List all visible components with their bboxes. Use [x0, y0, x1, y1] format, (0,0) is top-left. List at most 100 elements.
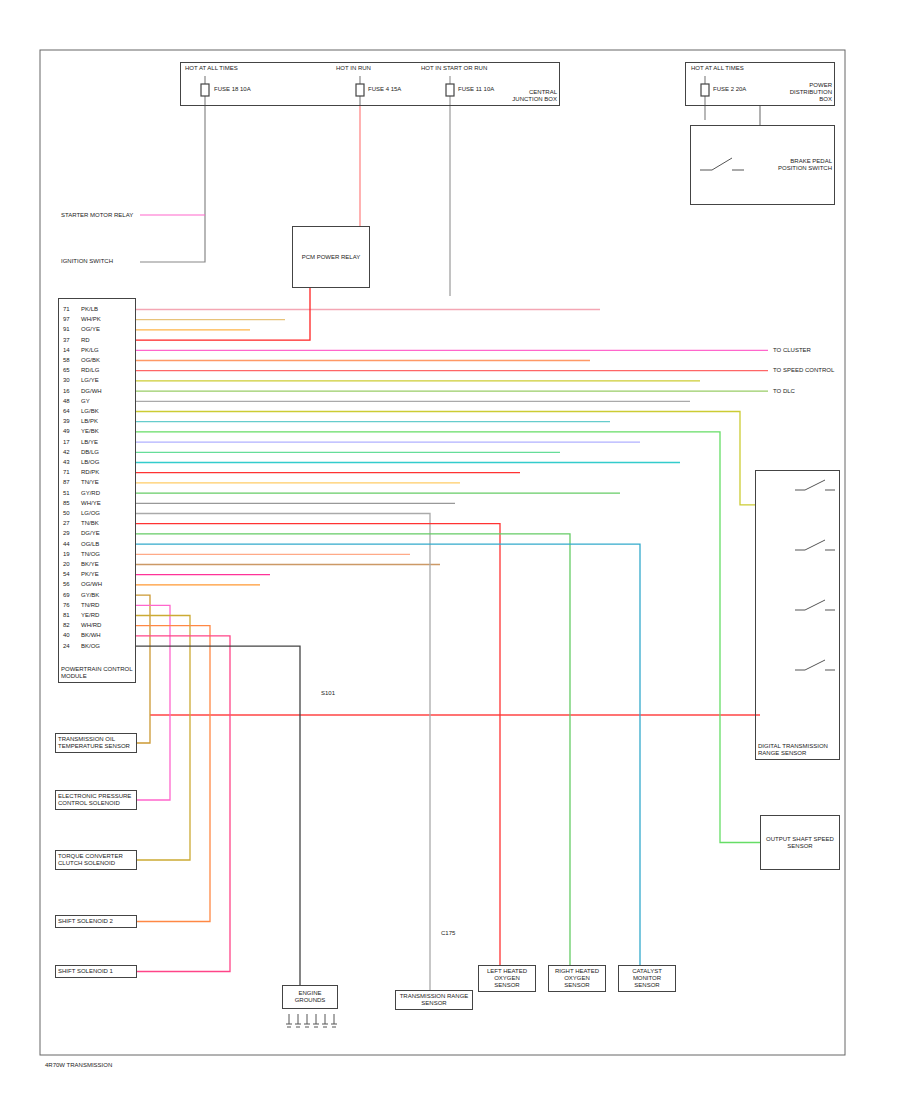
wire-label: FUSE 18 10A	[213, 86, 252, 93]
wire-color: BK/OG	[80, 643, 101, 650]
wire-color: TN/YE	[80, 479, 100, 486]
wire-connector	[136, 534, 570, 965]
wire-label: HOT AT ALL TIMES	[184, 65, 239, 72]
switch-box: DIGITAL TRANSMISSION RANGE SENSOR	[755, 470, 840, 760]
connector-group	[136, 646, 300, 985]
wire-color: DG/WH	[80, 388, 103, 395]
wire-color: WH/RD	[80, 622, 102, 629]
component-label: TRANSMISSION RANGE SENSOR	[398, 993, 470, 1007]
connector-group	[136, 288, 310, 340]
pcm-wires	[136, 310, 768, 716]
component-label: POWERTRAIN CONTROL MODULE	[61, 666, 133, 680]
pin-number: 64	[62, 408, 71, 415]
wire-color: GY	[80, 398, 91, 405]
wire-color: RD/PK	[80, 469, 100, 476]
pin-number: 20	[62, 561, 71, 568]
wire	[136, 441, 640, 442]
component-label: POWER DISTRIBUTION BOX	[777, 82, 832, 103]
wire-color: YE/RD	[80, 612, 100, 619]
sensor-box: RIGHT HEATED OXYGEN SENSOR	[548, 965, 606, 992]
ground-symbols	[286, 1014, 337, 1027]
wire-connector	[136, 514, 430, 991]
wire-connector	[136, 432, 760, 843]
pin-number: 56	[62, 581, 71, 588]
wire-color: TN/OG	[80, 551, 101, 558]
pin-number: 82	[62, 622, 71, 629]
wire-connector	[136, 544, 640, 965]
ground-symbol	[322, 1014, 328, 1027]
switch-symbol	[795, 540, 835, 550]
wire-connector	[136, 605, 170, 800]
wire	[136, 472, 520, 473]
fuse-symbol	[201, 84, 209, 96]
switch-box: BRAKE PEDAL POSITION SWITCH	[690, 125, 835, 205]
wire-color: LG/OG	[80, 510, 101, 517]
wire	[136, 360, 590, 361]
wire	[136, 421, 610, 422]
wire	[136, 584, 260, 585]
wire-connector	[136, 616, 190, 861]
connector-group	[136, 544, 640, 965]
sensor-box: TRANSMISSION RANGE SENSOR	[395, 990, 473, 1010]
wire-color: RD	[80, 337, 91, 344]
wire	[136, 390, 768, 391]
component-label: PCM POWER RELAY	[302, 254, 361, 261]
pin-number: 42	[62, 449, 71, 456]
fuse-symbol	[446, 84, 454, 96]
pin-number: 85	[62, 500, 71, 507]
wire	[136, 319, 285, 320]
pin-number: 81	[62, 612, 71, 619]
fuse-wire	[449, 76, 450, 296]
pin-number: 50	[62, 510, 71, 517]
sensor-box: LEFT HEATED OXYGEN SENSOR	[478, 965, 536, 992]
ground-symbol	[295, 1014, 301, 1027]
wire-color: LG/BK	[80, 408, 100, 415]
fuse-symbol	[701, 84, 709, 96]
switch-symbol	[795, 660, 835, 670]
wire-connector	[759, 106, 760, 125]
connector-group	[136, 605, 170, 800]
pin-number: 29	[62, 530, 71, 537]
sensor-box: TRANSMISSION OIL TEMPERATURE SENSOR	[55, 733, 137, 753]
wire-connector	[136, 412, 755, 505]
wire	[136, 574, 270, 575]
pin-number: 37	[62, 337, 71, 344]
component-label: CATALYST MONITOR SENSOR	[621, 968, 673, 989]
wire	[136, 492, 620, 493]
wire	[140, 214, 205, 215]
wire-color: TN/BK	[80, 520, 100, 527]
pin-number: 54	[62, 571, 71, 578]
wire-color: PK/LG	[80, 347, 100, 354]
wire-connector	[136, 595, 150, 743]
component-label: TORQUE CONVERTER CLUTCH SOLENOID	[58, 853, 134, 867]
switch-symbol	[795, 480, 835, 490]
switch-symbol	[700, 158, 744, 170]
wire-color: OG/BK	[80, 357, 101, 364]
wire-connector	[136, 524, 500, 965]
connector-group	[136, 412, 755, 505]
wire	[150, 714, 760, 715]
wire	[136, 309, 600, 310]
wire	[136, 462, 680, 463]
connector-group	[136, 636, 230, 972]
wire-label: IGNITION SWITCH	[60, 258, 114, 265]
connector-group	[136, 626, 210, 922]
pin-number: 16	[62, 388, 71, 395]
component-label: OUTPUT SHAFT SPEED SENSOR	[763, 836, 837, 850]
wire-color: BK/YE	[80, 561, 100, 568]
component-label: SHIFT SOLENOID 2	[58, 918, 113, 925]
component-label: CENTRAL JUNCTION BOX	[507, 89, 557, 103]
wire-label: HOT AT ALL TIMES	[690, 65, 745, 72]
fuses	[140, 76, 709, 296]
pin-number: 58	[62, 357, 71, 364]
wire-color: PK/LB	[80, 306, 99, 313]
pin-number: 71	[62, 469, 71, 476]
component-label: DIGITAL TRANSMISSION RANGE SENSOR	[758, 743, 836, 757]
wire-color: YE/BK	[80, 428, 100, 435]
fuse-wire	[704, 76, 705, 120]
component-label: TRANSMISSION OIL TEMPERATURE SENSOR	[58, 736, 134, 750]
solenoid-box: ELECTRONIC PRESSURE CONTROL SOLENOID	[55, 790, 137, 810]
solenoid-box: SHIFT SOLENOID 2	[55, 915, 137, 928]
wire-label: HOT IN RUN	[335, 65, 372, 72]
ground-symbol	[304, 1014, 310, 1027]
